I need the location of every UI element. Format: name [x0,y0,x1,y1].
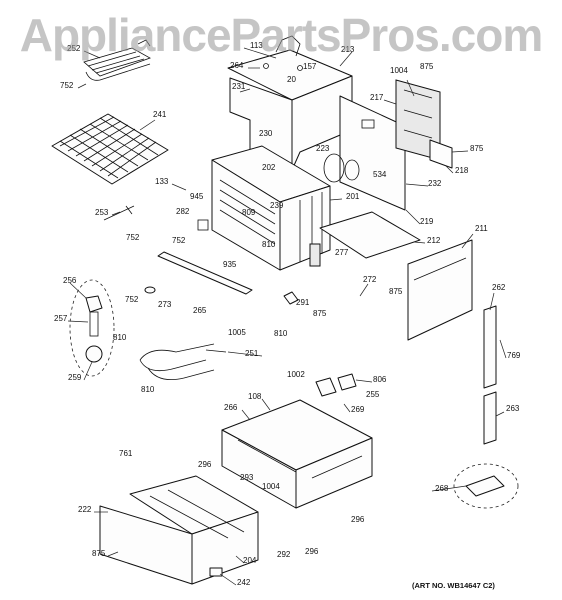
part-label-1002: 1002 [287,370,305,379]
bake-element [139,343,227,381]
drawer-chassis [221,399,373,509]
part-label-293: 293 [240,473,254,482]
part-label-212: 212 [427,236,441,245]
part-label-253: 253 [95,208,109,217]
part-label-242: 242 [237,578,251,587]
part-label-806: 806 [373,375,387,384]
oven-cavity [197,145,331,271]
part-label-935: 935 [223,260,237,269]
part-label-202: 202 [262,163,276,172]
part-label-752: 752 [172,236,186,245]
part-label-945: 945 [190,192,204,201]
part-label-1005: 1005 [228,328,246,337]
part-label-752: 752 [60,81,74,90]
part-label-241: 241 [153,110,167,119]
part-label-810: 810 [141,385,155,394]
part-label-810: 810 [274,329,288,338]
part-label-256: 256 [63,276,77,285]
part-label-108: 108 [248,392,262,401]
back-panel [323,95,406,211]
part-label-231: 231 [232,82,246,91]
part-label-266: 266 [224,403,238,412]
burner-assembly [69,279,115,377]
part-label-810: 810 [113,333,127,342]
part-label-223: 223 [316,144,330,153]
part-label-268: 268 [435,484,449,493]
part-label-752: 752 [125,295,139,304]
part-label-296: 296 [351,515,365,524]
part-label-277: 277 [335,248,349,257]
part-label-213: 213 [341,45,355,54]
part-label-264: 264 [230,61,244,70]
part-label-1004: 1004 [390,66,408,75]
part-label-269: 269 [351,405,365,414]
part-label-222: 222 [78,505,92,514]
oven-rack [51,113,169,185]
part-label-255: 255 [366,390,380,399]
part-label-769: 769 [507,351,521,360]
part-label-1004: 1004 [262,482,280,491]
part-label-239: 239 [270,201,284,210]
part-label-273: 273 [158,300,172,309]
vent-detail [453,463,519,509]
part-label-752: 752 [126,233,140,242]
part-label-809: 809 [242,208,256,217]
part-label-252: 252 [67,44,81,53]
leader-lines [67,47,507,586]
part-label-296: 296 [305,547,319,556]
part-label-232: 232 [428,179,442,188]
part-number-labels: 252 752 241 133 253 752 282 752 945 113 264 231 230 1… [54,41,521,587]
outer-wrapper [229,75,353,171]
part-label-133: 133 [155,177,169,186]
part-label-157: 157 [303,62,317,71]
art-number: (ART NO. WB14647 C2) [412,581,495,590]
part-label-204: 204 [243,556,257,565]
storage-drawer [99,475,259,585]
trim-strips [483,305,497,445]
broil-element [83,39,151,81]
part-label-20: 20 [287,75,296,84]
part-label-259: 259 [68,373,82,382]
part-label-875: 875 [389,287,403,296]
part-label-265: 265 [193,306,207,315]
part-label-251: 251 [245,349,259,358]
part-label-257: 257 [54,314,68,323]
part-label-875: 875 [92,549,106,558]
part-label-875: 875 [470,144,484,153]
rack-support [157,251,253,295]
part-label-218: 218 [455,166,469,175]
rear-insulation [395,79,453,169]
part-label-761: 761 [119,449,133,458]
part-label-211: 211 [475,224,488,233]
part-label-875: 875 [313,309,327,318]
part-label-292: 292 [277,550,291,559]
part-label-262: 262 [492,283,506,292]
part-label-219: 219 [420,217,434,226]
part-label-201: 201 [346,192,360,201]
part-label-230: 230 [259,129,273,138]
part-label-875: 875 [420,62,434,71]
small-parts [103,205,357,397]
part-label-263: 263 [506,404,520,413]
bottom-panel [309,211,421,267]
part-label-113: 113 [250,41,263,50]
part-label-282: 282 [176,207,190,216]
part-label-534: 534 [373,170,387,179]
part-label-291: 291 [296,298,310,307]
part-label-810: 810 [262,240,276,249]
part-label-272: 272 [363,275,377,284]
part-label-217: 217 [370,93,384,102]
part-label-296: 296 [198,460,212,469]
side-panel [407,239,473,341]
